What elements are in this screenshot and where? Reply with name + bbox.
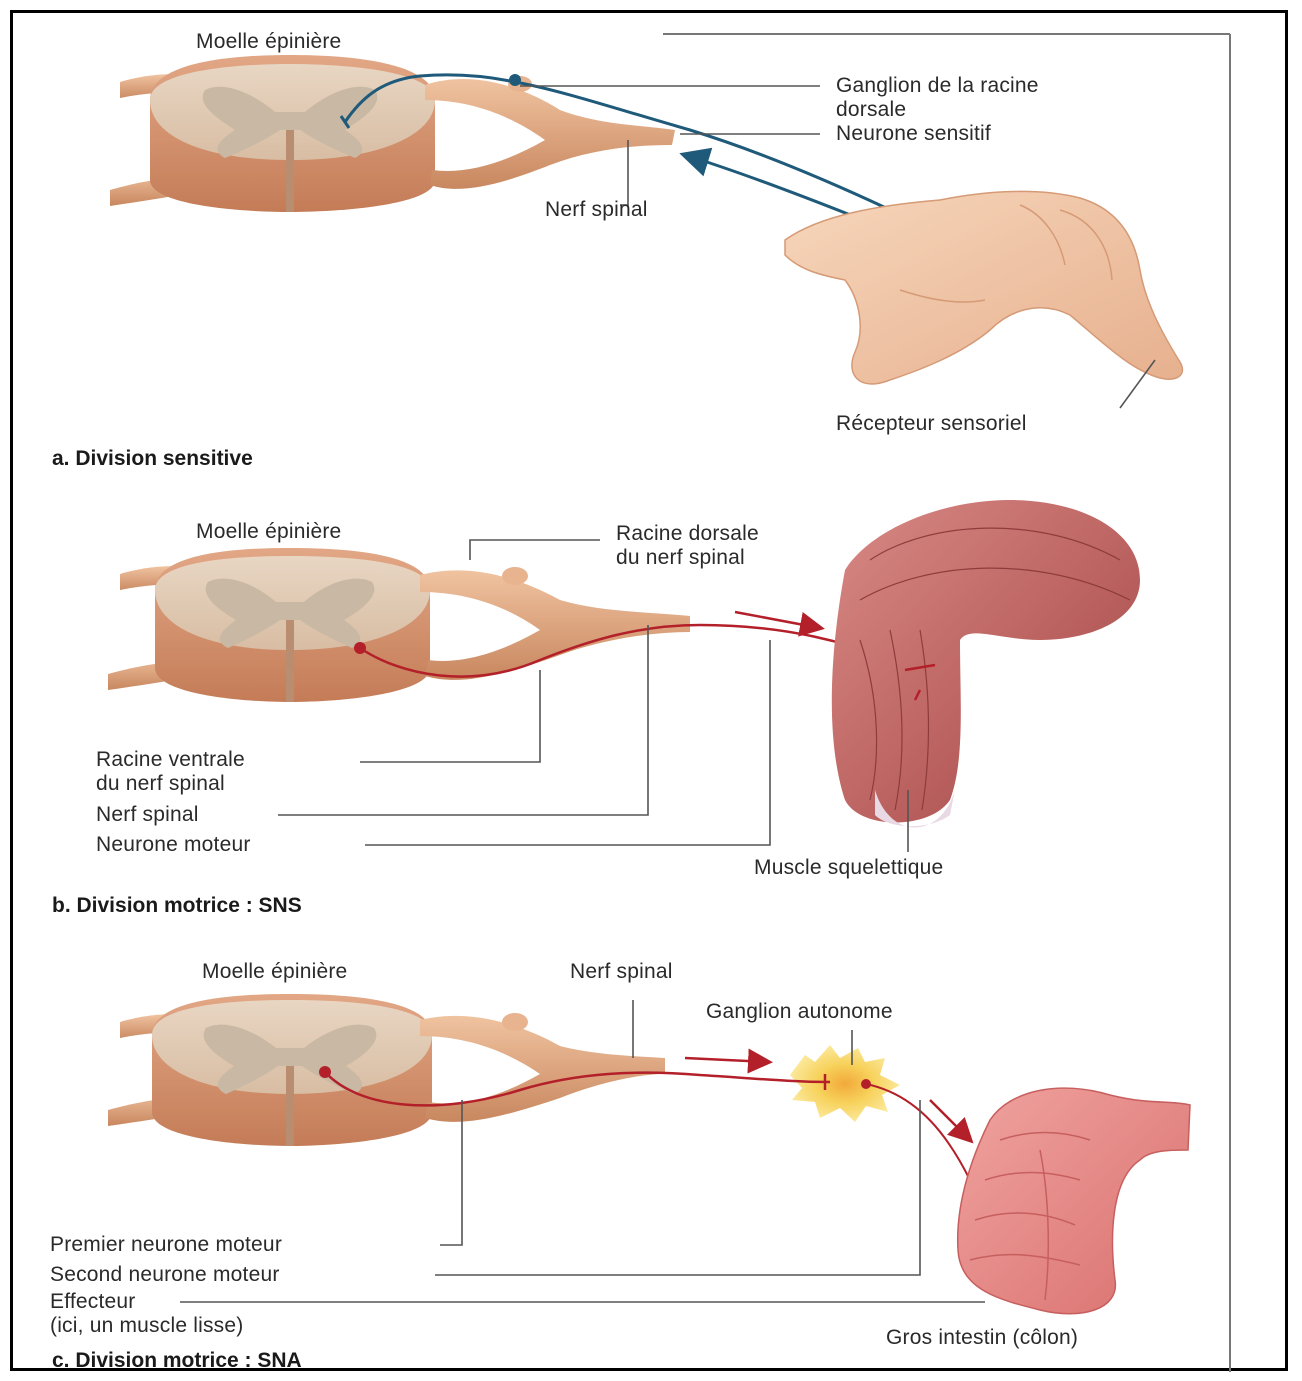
- panel-a-title: a. Division sensitive: [52, 447, 253, 471]
- panel-c-large-intestine-label: Gros intestin (côlon): [886, 1326, 1078, 1350]
- panel-b-skeletal-muscle-label: Muscle squelettique: [754, 856, 943, 880]
- panel-a-ganglion-label-line1: Ganglion de la racine: [836, 74, 1039, 98]
- panel-b-skeletal-muscle: [832, 500, 1140, 828]
- panel-a-spinal-nerve-label: Nerf spinal: [545, 198, 648, 222]
- panel-c-effector-label-line2: (ici, un muscle lisse): [50, 1314, 243, 1338]
- panel-b-ventral-root-label-line1: Racine ventrale: [96, 748, 245, 772]
- panel-b-spinal-cord-label: Moelle épinière: [196, 520, 341, 544]
- panel-a-spinal-cord: [110, 55, 675, 212]
- panel-c-autonomic-ganglion-label: Ganglion autonome: [706, 1000, 893, 1024]
- panel-b-ventral-root-label-line2: du nerf spinal: [96, 772, 225, 796]
- panel-c-title: c. Division motrice : SNA: [52, 1349, 302, 1373]
- panel-c-first-motor-neuron-label: Premier neurone moteur: [50, 1233, 282, 1257]
- panel-a-ganglion-label-line2: dorsale: [836, 98, 906, 122]
- panel-c-autonomic-ganglion: [790, 1045, 900, 1122]
- panel-c-spinal-cord-label: Moelle épinière: [202, 960, 347, 984]
- panel-a-hand: [785, 191, 1182, 384]
- panel-c-effector-label-line1: Effecteur: [50, 1290, 135, 1314]
- panel-c-large-intestine: [958, 1088, 1190, 1314]
- panel-a-spinal-cord-label: Moelle épinière: [196, 30, 341, 54]
- panel-a-sensory-neuron-label: Neurone sensitif: [836, 122, 991, 146]
- panel-c-spinal-cord: [108, 994, 665, 1146]
- panel-a-receptor-label: Récepteur sensoriel: [836, 412, 1027, 436]
- panel-b-spinal-cord: [108, 548, 690, 702]
- panel-b-motor-neuron-label: Neurone moteur: [96, 833, 251, 857]
- panel-b-spinal-nerve-label: Nerf spinal: [96, 803, 199, 827]
- panel-b-title: b. Division motrice : SNS: [52, 894, 302, 918]
- panel-b-dorsal-root-label-line2: du nerf spinal: [616, 546, 745, 570]
- panel-b-dorsal-root-label-line1: Racine dorsale: [616, 522, 759, 546]
- panel-c-second-motor-neuron-label: Second neurone moteur: [50, 1263, 280, 1287]
- panel-c-spinal-nerve-label: Nerf spinal: [570, 960, 673, 984]
